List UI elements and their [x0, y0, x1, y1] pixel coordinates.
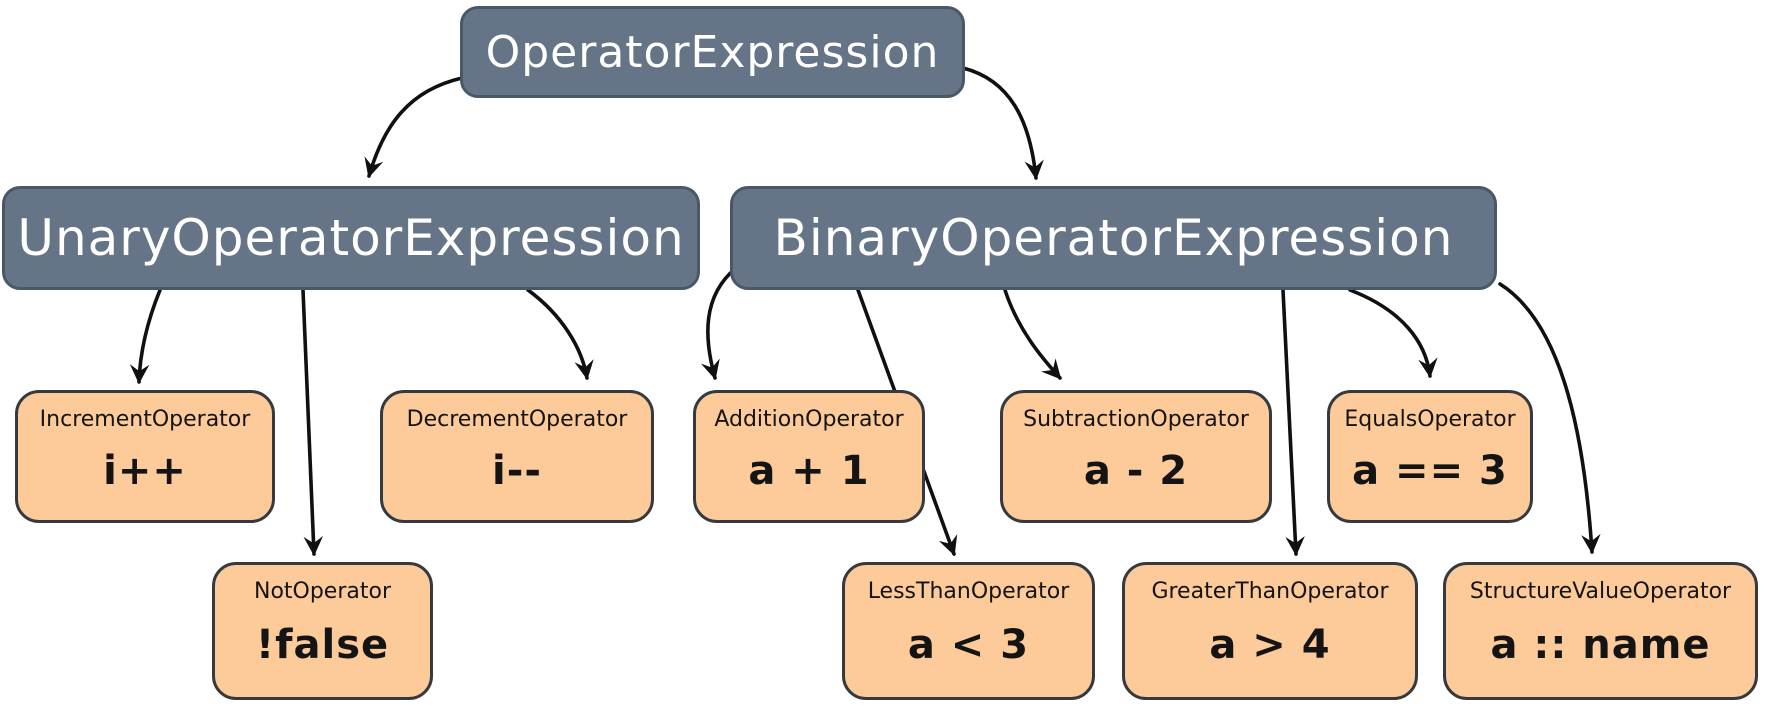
edge-unary-to-not — [301, 288, 324, 556]
leaf-example: !false — [255, 622, 390, 668]
edge-binary-to-structurevalue — [1498, 282, 1601, 554]
leaf-title: DecrementOperator — [406, 407, 628, 432]
node-less-than-operator: LessThanOperator a < 3 — [842, 562, 1095, 700]
node-subtraction-operator: SubtractionOperator a - 2 — [1000, 390, 1272, 523]
leaf-example: i-- — [492, 447, 542, 494]
edge-unary-to-decrement — [526, 288, 594, 380]
leaf-title: IncrementOperator — [39, 407, 251, 432]
leaf-title: NotOperator — [253, 579, 392, 604]
leaf-title: SubtractionOperator — [1023, 407, 1249, 432]
leaf-example: a == 3 — [1352, 447, 1508, 494]
leaf-title: GreaterThanOperator — [1151, 579, 1389, 604]
leaf-example: a :: name — [1490, 622, 1711, 668]
leaf-example: i++ — [103, 447, 187, 494]
edge-binary-to-subtraction — [1003, 288, 1062, 380]
leaf-title: LessThanOperator — [867, 579, 1070, 604]
node-addition-operator: AdditionOperator a + 1 — [693, 390, 925, 523]
edge-binary-to-equals — [1348, 288, 1438, 378]
edge-root-to-unary — [364, 76, 464, 178]
node-equals-operator: EqualsOperator a == 3 — [1327, 390, 1533, 523]
node-not-operator: NotOperator !false — [212, 562, 433, 700]
node-operator-expression: OperatorExpression — [460, 6, 965, 98]
node-increment-operator: IncrementOperator i++ — [15, 390, 275, 523]
leaf-example: a < 3 — [907, 622, 1030, 668]
leaf-example: a - 2 — [1083, 447, 1189, 494]
node-binary-operator-expression: BinaryOperatorExpression — [730, 186, 1497, 290]
node-decrement-operator: DecrementOperator i-- — [380, 390, 654, 523]
leaf-example: a > 4 — [1209, 622, 1331, 668]
leaf-title: StructureValueOperator — [1469, 579, 1732, 604]
edge-binary-to-addition — [700, 266, 738, 380]
node-structure-value-operator: StructureValueOperator a :: name — [1443, 562, 1758, 700]
node-greater-than-operator: GreaterThanOperator a > 4 — [1122, 562, 1418, 700]
edge-binary-to-greaterthan — [1281, 288, 1305, 556]
edge-unary-to-increment — [129, 288, 162, 384]
leaf-example: a + 1 — [748, 447, 870, 494]
node-unary-operator-expression: UnaryOperatorExpression — [2, 186, 700, 290]
leaf-title: EqualsOperator — [1344, 407, 1516, 432]
edge-root-to-binary — [961, 66, 1044, 180]
leaf-title: AdditionOperator — [714, 407, 904, 432]
